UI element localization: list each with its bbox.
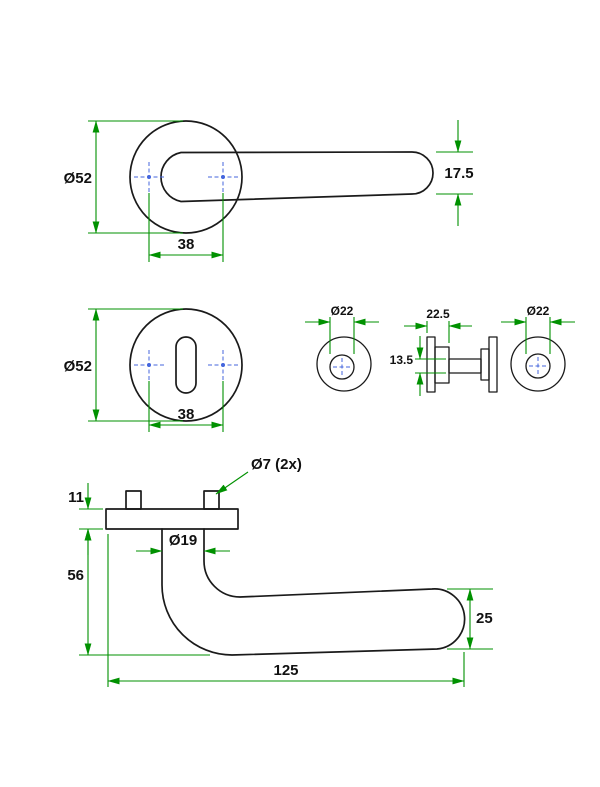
dim-handle-depth: 56 xyxy=(67,528,210,656)
lever-length-label: 125 xyxy=(273,662,298,679)
rose-outline xyxy=(129,120,243,234)
escutcheon-view: Ø52 38 xyxy=(64,308,243,432)
handle-profile-outline xyxy=(161,528,466,656)
dim-lever-length: 125 xyxy=(107,534,465,687)
keyhole-slot xyxy=(175,336,197,394)
escutcheon-screw-spacing-label: 38 xyxy=(178,406,195,423)
screw-stud-left xyxy=(125,490,142,510)
dim-screw-note: Ø7 (2x) xyxy=(215,456,302,495)
center-mark xyxy=(333,358,351,376)
dim-rose-thickness: 11 xyxy=(68,483,103,555)
dim-escutcheon-diameter: Ø52 xyxy=(64,308,183,422)
right-hub xyxy=(480,348,490,381)
dim-spindle-height: 13.5 xyxy=(390,336,446,396)
right-bore-label: Ø22 xyxy=(527,304,550,318)
front-lever-height-label: 17.5 xyxy=(444,165,473,182)
dim-assembly-depth: 22.5 xyxy=(404,307,472,343)
center-mark xyxy=(134,162,164,192)
dim-right-bore: Ø22 xyxy=(501,304,575,354)
left-hub xyxy=(434,346,450,384)
center-mark xyxy=(208,350,238,380)
right-rose-bore xyxy=(525,353,551,379)
dim-escutcheon-screw-spacing: 38 xyxy=(148,381,224,432)
dim-left-bore: Ø22 xyxy=(305,304,379,354)
lever-end-height-label: 25 xyxy=(476,610,493,627)
center-mark xyxy=(134,350,164,380)
side-view: Ø7 (2x) 11 56 Ø19 25 xyxy=(67,456,493,687)
left-rose-outline xyxy=(316,336,372,392)
screw-note-label: Ø7 (2x) xyxy=(251,456,302,473)
front-view: Ø52 38 17.5 xyxy=(64,120,474,262)
neck-diameter-label: Ø19 xyxy=(169,532,197,549)
front-screw-spacing-label: 38 xyxy=(178,236,195,253)
spindle-height-label: 13.5 xyxy=(390,353,414,367)
rose-profile-views: Ø22 22.5 13.5 Ø22 xyxy=(305,304,575,396)
escutcheon-diameter-label: Ø52 xyxy=(64,358,92,375)
left-rose-profile xyxy=(426,336,436,393)
rose-plate xyxy=(105,508,239,530)
front-rose-diameter-label: Ø52 xyxy=(64,170,92,187)
dim-front-screw-spacing: 38 xyxy=(148,193,224,262)
right-rose-outline xyxy=(510,336,566,392)
screw-stud-right xyxy=(203,490,220,510)
escutcheon-outline xyxy=(129,308,243,422)
dim-front-lever-height: 17.5 xyxy=(436,120,474,226)
center-mark xyxy=(208,162,238,192)
lever-outline xyxy=(160,151,434,203)
dim-front-rose-diameter: Ø52 xyxy=(64,120,183,234)
dim-lever-end-height: 25 xyxy=(447,588,493,650)
rose-thickness-label: 11 xyxy=(68,489,84,506)
assembly-depth-label: 22.5 xyxy=(426,307,450,321)
right-rose-profile xyxy=(488,336,498,393)
left-rose-bore xyxy=(329,354,355,380)
spindle-assembly xyxy=(426,336,498,393)
left-bore-label: Ø22 xyxy=(331,304,354,318)
center-mark xyxy=(529,357,547,375)
handle-depth-label: 56 xyxy=(67,567,84,584)
dim-neck-diameter: Ø19 xyxy=(136,532,230,555)
spindle-bar xyxy=(448,358,482,374)
